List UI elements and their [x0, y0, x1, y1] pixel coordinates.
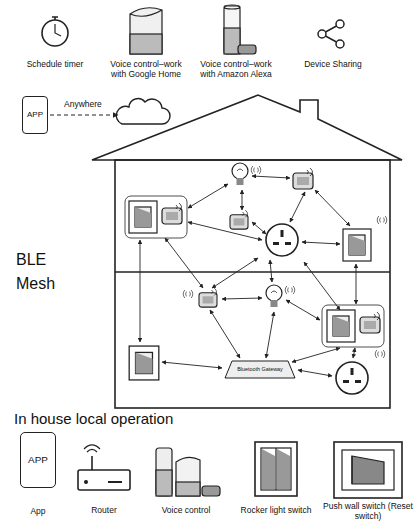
caption-label: Voice control — [151, 506, 221, 516]
caption-label: Device Sharing — [293, 60, 373, 70]
caption-label: Push wall switch (Reset switch) — [323, 502, 413, 522]
caption-label: In house local operation — [14, 410, 173, 427]
node-caption: App — [20, 506, 56, 516]
caption-label: Router — [74, 506, 134, 516]
node-text: Bluetooth Gateway — [224, 360, 296, 378]
caption-label: Schedule timer — [15, 60, 95, 70]
node-text: APP — [20, 432, 56, 488]
gateway-box: Bluetooth Gateway — [224, 360, 296, 378]
phone-icon: APP — [22, 96, 48, 134]
caption-label: Voice control–work with Amazon Alexa — [196, 60, 276, 80]
phone-icon: APPApp — [20, 432, 56, 498]
node-text: APP — [23, 97, 47, 132]
caption-label: Rocker light switch — [231, 506, 321, 516]
caption-label: Anywhere — [64, 100, 102, 110]
caption-label: BLE Mesh — [16, 248, 64, 296]
caption-label: Voice control–work with Google Home — [108, 60, 184, 80]
